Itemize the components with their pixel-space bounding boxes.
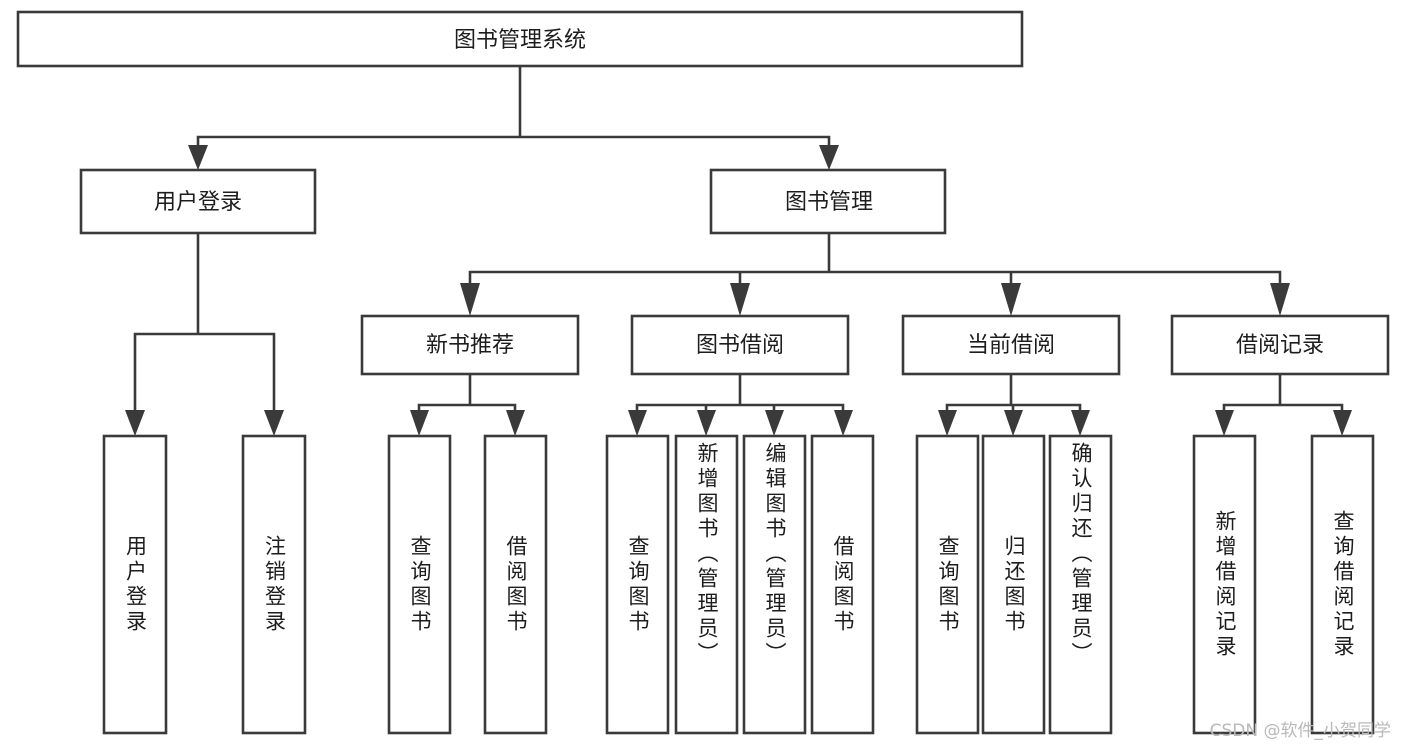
- leaf-return-book-label: 归还图书: [1002, 534, 1026, 635]
- arrow-head-icon: [1004, 410, 1023, 436]
- leaf-query-book-1[interactable]: 查询图书: [387, 434, 452, 735]
- leaf-add-borrow-record-label: 新增借阅记录: [1213, 509, 1237, 660]
- node-book-borrow-label: 图书借阅: [696, 333, 784, 358]
- node-new-book-recommend-label: 新书推荐: [426, 333, 514, 358]
- node-book-management-label: 图书管理: [785, 190, 873, 215]
- arrowhead-layer: [125, 145, 1352, 436]
- arrow-head-icon: [410, 410, 429, 436]
- leaf-edit-book-admin-label: 编辑图书（管理员）: [763, 442, 787, 667]
- leaf-query-borrow-record[interactable]: 查询借阅记录: [1310, 434, 1375, 735]
- leaf-borrow-book-2[interactable]: 借阅图书: [810, 434, 875, 735]
- connector-borrow-record-branch: [1222, 372, 1344, 421]
- arrow-head-icon: [819, 145, 839, 170]
- node-user-login-label: 用户登录: [154, 190, 242, 215]
- leaf-logout[interactable]: 注销登录: [241, 434, 307, 735]
- arrow-head-icon: [1270, 283, 1290, 316]
- arrow-head-icon: [834, 410, 853, 436]
- connector-user-login-branch: [133, 231, 276, 421]
- arrow-head-icon: [125, 410, 145, 436]
- connector-book-borrow-branch: [635, 372, 845, 421]
- node-new-book-recommend[interactable]: 新书推荐: [360, 314, 580, 376]
- node-borrow-record-label: 借阅记录: [1236, 333, 1324, 358]
- leaf-borrow-book-2-label: 借阅图书: [831, 534, 855, 635]
- arrow-head-icon: [628, 410, 647, 436]
- arrow-head-icon: [730, 283, 750, 316]
- leaf-add-borrow-record[interactable]: 新增借阅记录: [1192, 434, 1257, 735]
- arrow-head-icon: [1071, 410, 1090, 436]
- node-current-borrow-label: 当前借阅: [967, 333, 1055, 358]
- leaf-query-book-3-label: 查询图书: [936, 534, 960, 635]
- arrow-head-icon: [938, 410, 957, 436]
- node-borrow-record[interactable]: 借阅记录: [1170, 314, 1390, 376]
- leaf-user-login-label: 用户登录: [123, 534, 148, 635]
- csdn-watermark: CSDN @软件_小贺同学: [1209, 721, 1391, 741]
- node-book-borrow[interactable]: 图书借阅: [630, 314, 850, 376]
- leaf-add-book-admin[interactable]: 新增图书（管理员）: [674, 434, 739, 735]
- leaf-query-book-3[interactable]: 查询图书: [915, 434, 980, 735]
- arrow-head-icon: [188, 145, 208, 170]
- leaf-logout-label: 注销登录: [262, 534, 287, 635]
- node-root-label: 图书管理系统: [454, 28, 586, 53]
- arrow-head-icon: [460, 283, 480, 316]
- leaf-user-login[interactable]: 用户登录: [102, 434, 168, 735]
- leaf-return-book[interactable]: 归还图书: [981, 434, 1046, 735]
- leaf-query-book-1-label: 查询图书: [408, 534, 432, 635]
- leaf-borrow-book-1[interactable]: 借阅图书: [483, 434, 548, 735]
- connector-book-mgmt-branch: [468, 231, 1282, 305]
- arrow-head-icon: [264, 410, 284, 436]
- node-layer: 图书管理系统 用户登录 图书管理 新书推荐 图书借阅 当前借阅: [16, 10, 1390, 735]
- arrow-head-icon: [765, 410, 784, 436]
- connector-root-trunk: [196, 64, 831, 162]
- node-root[interactable]: 图书管理系统: [16, 10, 1024, 68]
- leaf-edit-book-admin[interactable]: 编辑图书（管理员）: [742, 434, 807, 735]
- leaf-confirm-return-admin-label: 确认归还（管理员）: [1069, 442, 1093, 667]
- leaf-borrow-book-1-label: 借阅图书: [504, 534, 528, 635]
- arrow-head-icon: [1215, 410, 1234, 436]
- arrow-head-icon: [1001, 283, 1021, 316]
- node-book-management[interactable]: 图书管理: [709, 168, 947, 235]
- leaf-confirm-return-admin[interactable]: 确认归还（管理员）: [1048, 434, 1113, 735]
- leaf-query-book-2[interactable]: 查询图书: [605, 434, 670, 735]
- node-user-login[interactable]: 用户登录: [79, 168, 317, 235]
- connector-new-book-branch: [417, 372, 517, 421]
- leaf-query-borrow-record-label: 查询借阅记录: [1331, 509, 1355, 660]
- arrow-head-icon: [506, 410, 525, 436]
- arrow-head-icon: [697, 410, 716, 436]
- leaf-query-book-2-label: 查询图书: [626, 534, 650, 635]
- arrow-head-icon: [1333, 410, 1352, 436]
- leaf-add-book-admin-label: 新增图书（管理员）: [695, 442, 719, 667]
- node-current-borrow[interactable]: 当前借阅: [901, 314, 1121, 376]
